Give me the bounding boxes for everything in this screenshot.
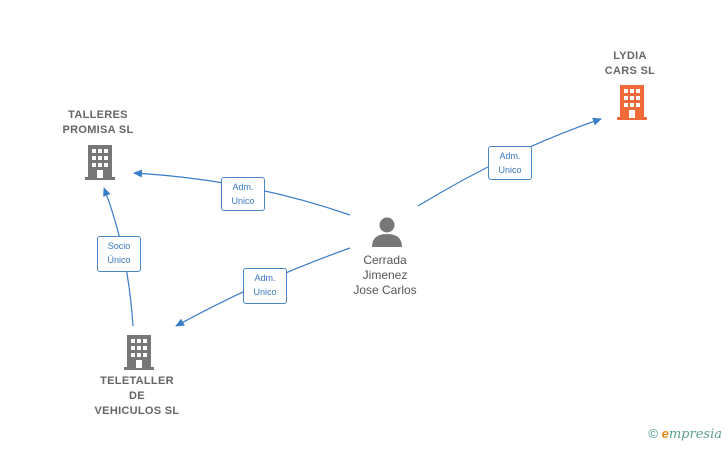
company-label-teletaller: TELETALLER DE VEHICULOS SL	[94, 375, 180, 417]
edge-label-to-lydia: Adm. Unico	[488, 146, 532, 180]
edge-label-to-talleres: Adm. Unico	[221, 177, 265, 211]
person-label: Cerrada Jimenez Jose Carlos	[353, 253, 417, 297]
person-icon	[372, 217, 402, 247]
copyright-symbol: ©	[648, 426, 658, 441]
footer-brand: © empresia	[648, 426, 722, 442]
company-label-talleres: TALLERES PROMISA SL	[62, 109, 134, 136]
building-icon	[124, 335, 154, 370]
edge-label-teletaller-to-talleres: Socio Único	[97, 236, 141, 272]
building-icon	[85, 145, 115, 180]
edge-label-to-teletaller: Adm. Unico	[243, 268, 287, 304]
brand-logo-e: e	[661, 426, 669, 441]
building-icon	[617, 85, 647, 120]
brand-name: mpresia	[668, 427, 722, 442]
company-label-lydia: LYDIA CARS SL	[604, 50, 656, 77]
